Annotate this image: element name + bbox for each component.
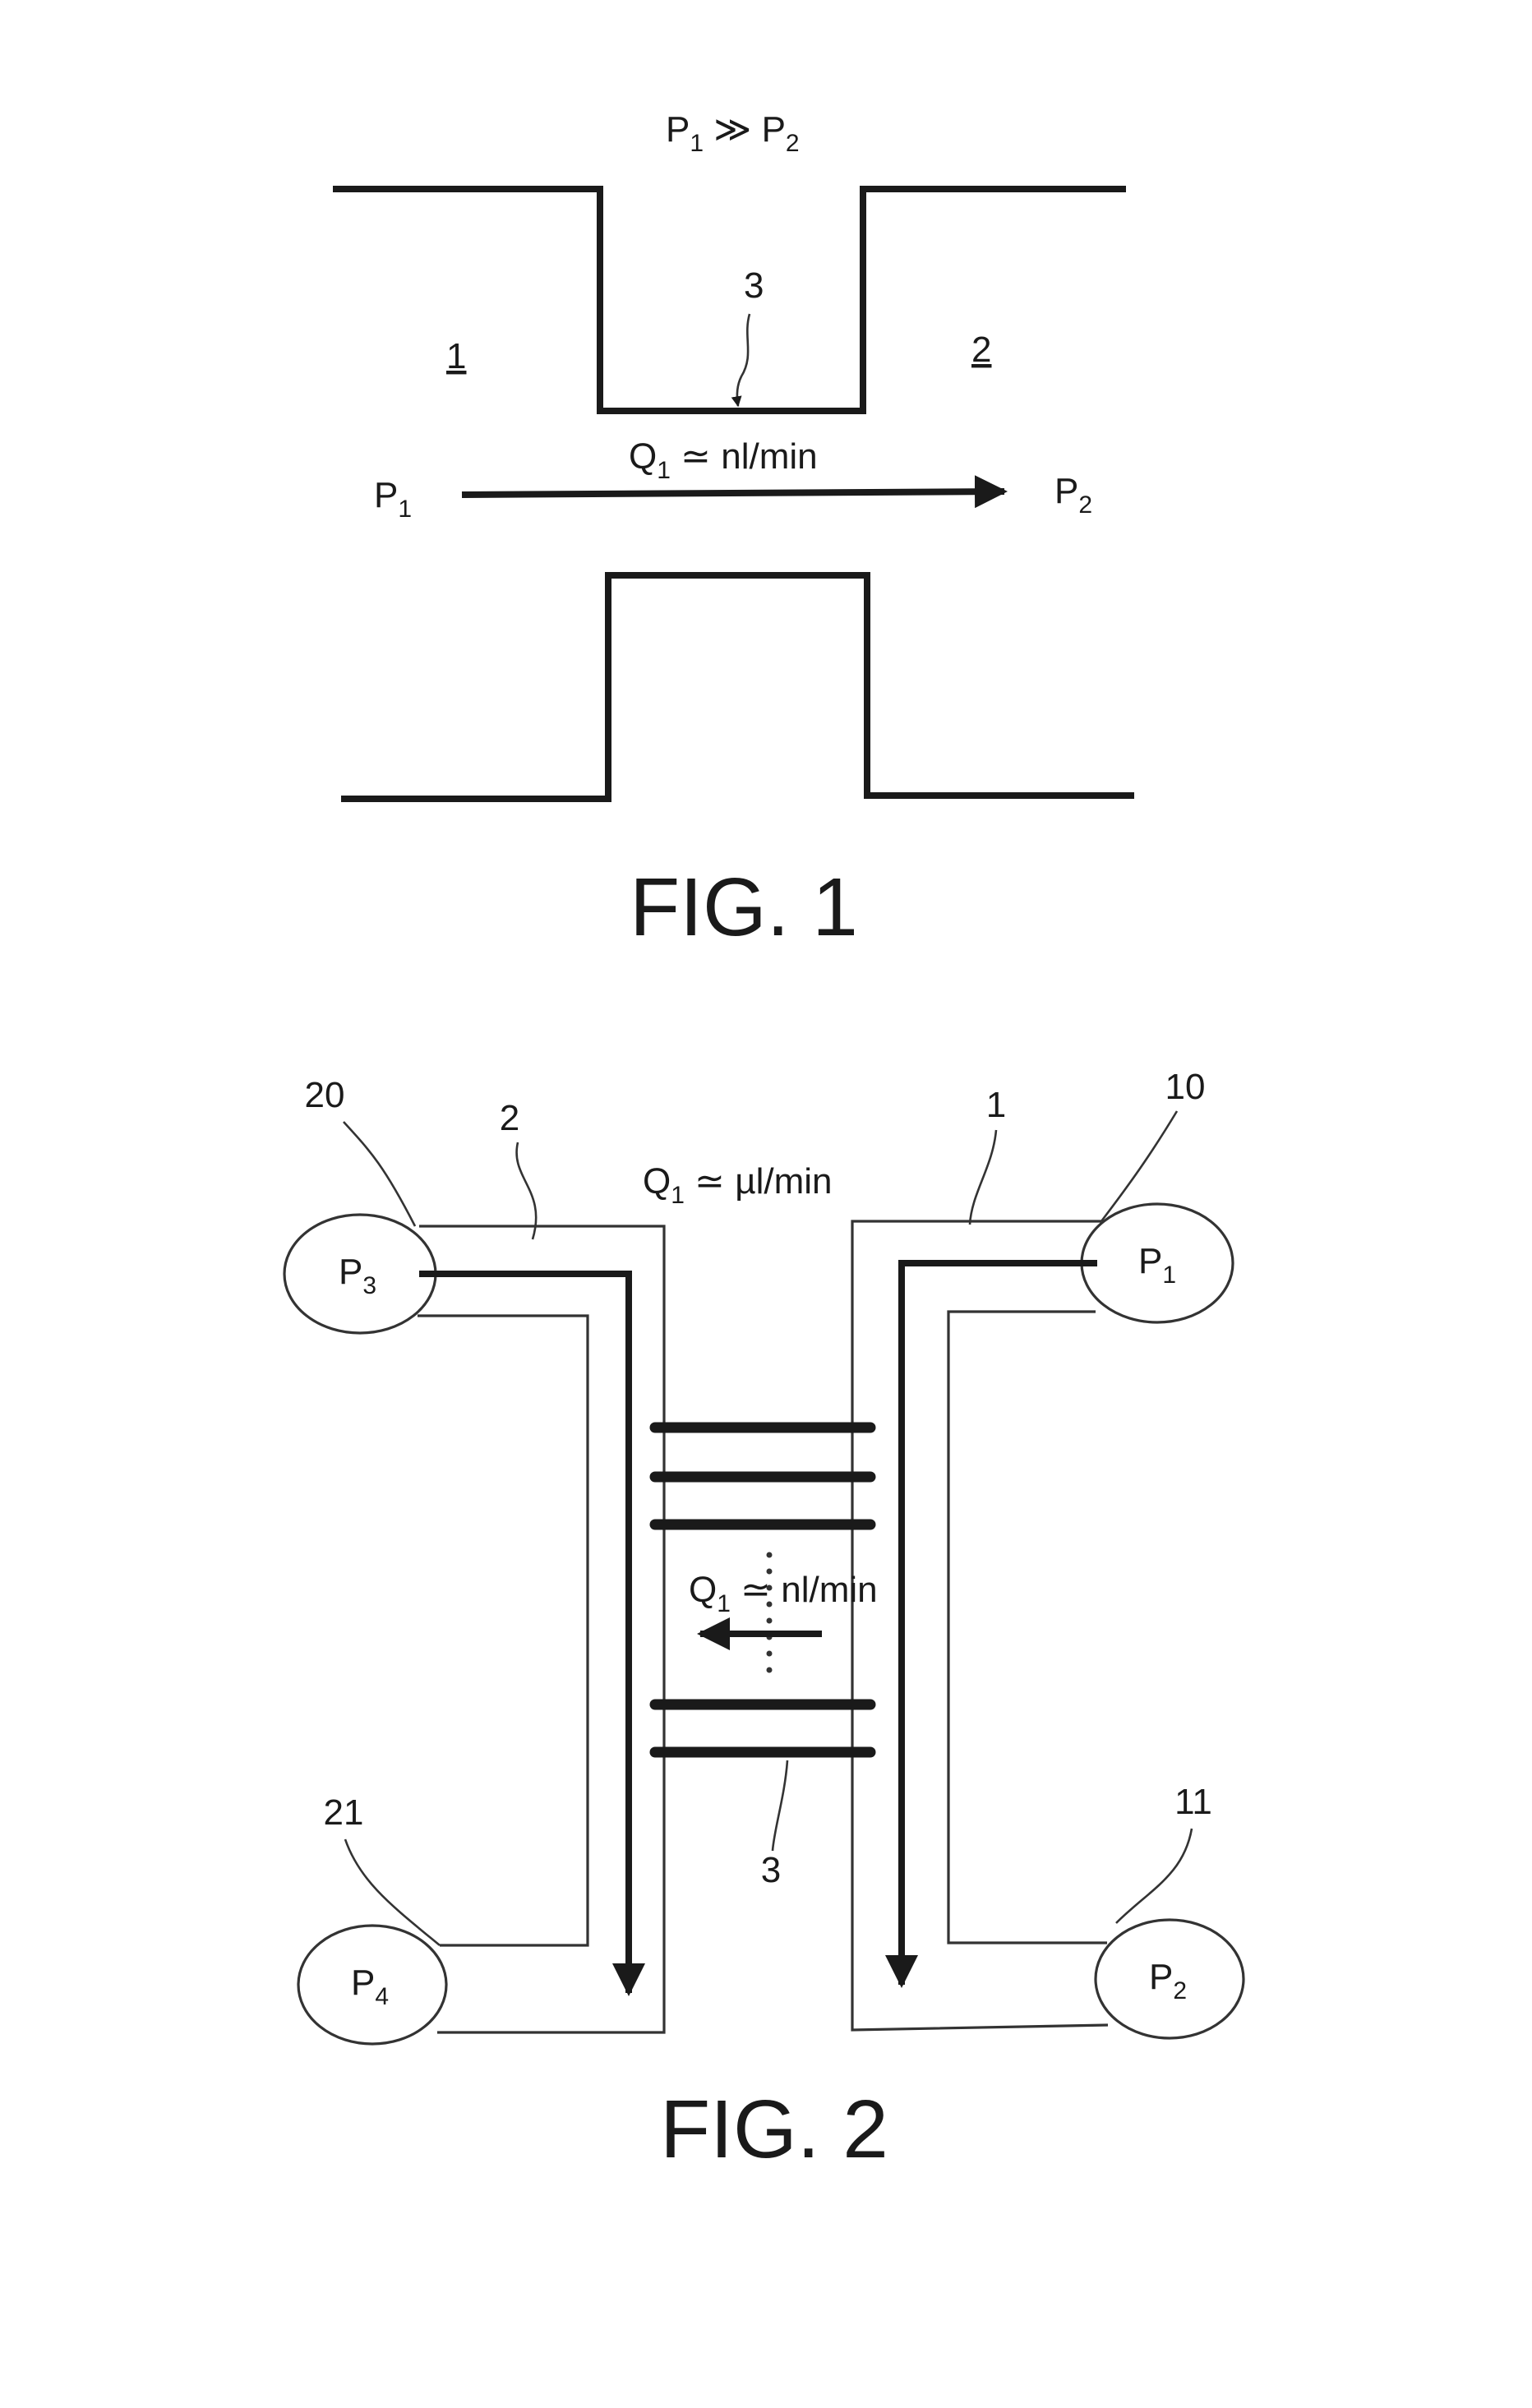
main-flow-rate-label: Q1 ≃ µl/min bbox=[643, 1161, 833, 1209]
leader-1 bbox=[970, 1130, 996, 1225]
leader-11 bbox=[1116, 1829, 1192, 1923]
right-channel-inner-wall bbox=[948, 1312, 1107, 1943]
left-channel-ref-label: 2 bbox=[500, 1098, 519, 1138]
leader-20 bbox=[344, 1122, 415, 1226]
upper-channel-wall bbox=[333, 189, 1126, 411]
left-channel-inner-wall bbox=[418, 1316, 588, 1945]
left-chamber-label: 1 bbox=[446, 336, 466, 376]
reservoir-p4-label: P4 bbox=[351, 1963, 389, 2010]
lower-channel-wall bbox=[341, 575, 1134, 799]
reservoir-11-ref-label: 11 bbox=[1174, 1782, 1212, 1822]
reservoir-10-ref-label: 10 bbox=[1165, 1067, 1206, 1107]
nanoflow-rate-label: Q1 ≃ nl/min bbox=[629, 436, 818, 484]
reservoir-p1-label: P1 bbox=[1138, 1241, 1176, 1289]
reservoir-21-ref-label: 21 bbox=[324, 1792, 364, 1833]
leader-2 bbox=[517, 1142, 537, 1239]
nanochannels-ref-label: 3 bbox=[761, 1850, 781, 1890]
pressure-relation-label: P1 ≫ P2 bbox=[666, 109, 800, 157]
inlet-pressure-label: P1 bbox=[374, 475, 412, 523]
right-channel-flow-arrow bbox=[902, 1263, 1097, 1985]
reservoir-p3-label: P3 bbox=[339, 1252, 376, 1299]
figure-2: 20 2 1 10 Q1 ≃ µl/min P3 P1 P4 P2 bbox=[284, 1067, 1244, 2175]
flow-direction-arrow bbox=[462, 491, 1004, 495]
reservoir-p2-label: P2 bbox=[1149, 1957, 1187, 2004]
right-chamber-label: 2 bbox=[971, 330, 991, 370]
outlet-pressure-label: P2 bbox=[1054, 471, 1092, 519]
figure-1-caption: FIG. 1 bbox=[630, 861, 858, 953]
figure-1: P1 ≫ P2 1 2 3 Q1 ≃ nl/min P1 P2 FIG. 1 bbox=[333, 109, 1134, 953]
leader-3 bbox=[773, 1760, 787, 1851]
reservoir-20-ref-label: 20 bbox=[305, 1075, 345, 1115]
right-channel-ref-label: 1 bbox=[986, 1085, 1006, 1125]
leader-21 bbox=[345, 1839, 440, 1945]
constriction-leader-line bbox=[737, 314, 750, 406]
left-channel-flow-arrow bbox=[419, 1274, 629, 1993]
figure-2-caption: FIG. 2 bbox=[660, 2083, 888, 2175]
cross-flow-rate-label: Q1 ≃ nl/min bbox=[689, 1570, 878, 1617]
right-channel-outer-wall bbox=[852, 1221, 1108, 2030]
constriction-ref-label: 3 bbox=[744, 265, 764, 306]
